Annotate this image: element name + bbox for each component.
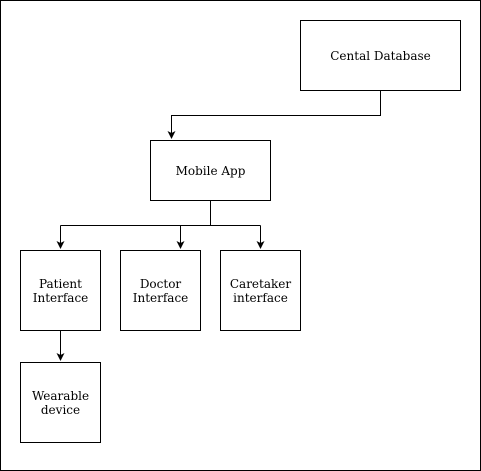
doctor-interface-box <box>120 250 201 331</box>
mobile-app-label: Mobile App <box>175 163 246 178</box>
doctor-interface-label: Doctor Interface <box>132 276 189 305</box>
patient-interface-label: Patient Interface <box>32 276 89 305</box>
caretaker-interface-label: Caretaker interface <box>229 276 292 305</box>
central-database-label: Cental Database <box>330 48 431 63</box>
mobile-app-box <box>150 140 271 201</box>
caretaker-interface-box <box>220 250 301 331</box>
patient-interface-box <box>20 250 101 331</box>
wearable-device-label: Wearable device <box>31 388 90 417</box>
wearable-device-box <box>20 362 101 443</box>
central-database-box <box>300 20 461 91</box>
edge-database-to-mobile-app <box>167 91 381 139</box>
